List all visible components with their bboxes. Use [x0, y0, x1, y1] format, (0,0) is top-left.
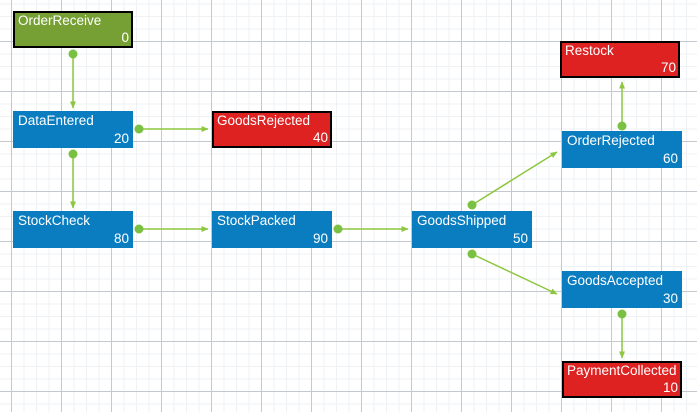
node-stock-check[interactable]: StockCheck 80 [13, 211, 133, 248]
node-value-restock: 70 [660, 60, 676, 75]
node-value-order-rejected: 60 [662, 151, 678, 166]
node-label-goods-rejected: GoodsRejected [217, 113, 311, 128]
edge-goods-shipped-to-goods-accepted[interactable] [471, 253, 558, 295]
node-label-order-receive: OrderReceive [18, 13, 102, 28]
node-value-stock-check: 80 [113, 231, 129, 246]
node-value-goods-rejected: 40 [312, 130, 328, 145]
node-label-order-rejected: OrderRejected [567, 133, 655, 148]
node-label-data-entered: DataEntered [18, 113, 94, 128]
node-goods-shipped[interactable]: GoodsShipped 50 [412, 211, 532, 248]
node-label-goods-accepted: GoodsAccepted [567, 273, 664, 288]
edge-handle-data-entered[interactable] [134, 124, 144, 134]
node-value-stock-packed: 90 [312, 231, 328, 246]
edge-handle-stock-check[interactable] [134, 224, 144, 234]
node-payment-collected[interactable]: PaymentCollected 10 [562, 361, 682, 398]
node-stock-packed[interactable]: StockPacked 90 [212, 211, 332, 248]
edge-handle-order-receive[interactable] [68, 49, 78, 59]
node-value-order-receive: 0 [121, 30, 129, 45]
edge-handle-goods-shipped[interactable] [467, 249, 477, 259]
node-label-stock-check: StockCheck [18, 213, 91, 228]
node-restock[interactable]: Restock 70 [560, 41, 680, 78]
node-label-payment-collected: PaymentCollected [567, 363, 677, 378]
edge-handle-data-entered[interactable] [68, 149, 78, 159]
edge-handle-goods-accepted[interactable] [617, 309, 627, 319]
node-data-entered[interactable]: DataEntered 20 [13, 111, 133, 148]
node-value-data-entered: 20 [113, 131, 129, 146]
edge-goods-shipped-to-order-rejected[interactable] [471, 151, 558, 206]
node-label-restock: Restock [565, 43, 614, 58]
node-order-rejected[interactable]: OrderRejected 60 [562, 131, 682, 168]
node-value-payment-collected: 10 [662, 380, 678, 395]
node-label-stock-packed: StockPacked [217, 213, 296, 228]
node-order-receive[interactable]: OrderReceive 0 [13, 11, 133, 48]
edge-handle-goods-shipped[interactable] [467, 200, 477, 210]
node-value-goods-accepted: 30 [662, 291, 678, 306]
edge-handle-stock-packed[interactable] [333, 224, 343, 234]
node-goods-accepted[interactable]: GoodsAccepted 30 [562, 271, 682, 308]
edge-handle-order-rejected[interactable] [617, 121, 627, 131]
node-label-goods-shipped: GoodsShipped [417, 213, 507, 228]
node-value-goods-shipped: 50 [512, 231, 528, 246]
